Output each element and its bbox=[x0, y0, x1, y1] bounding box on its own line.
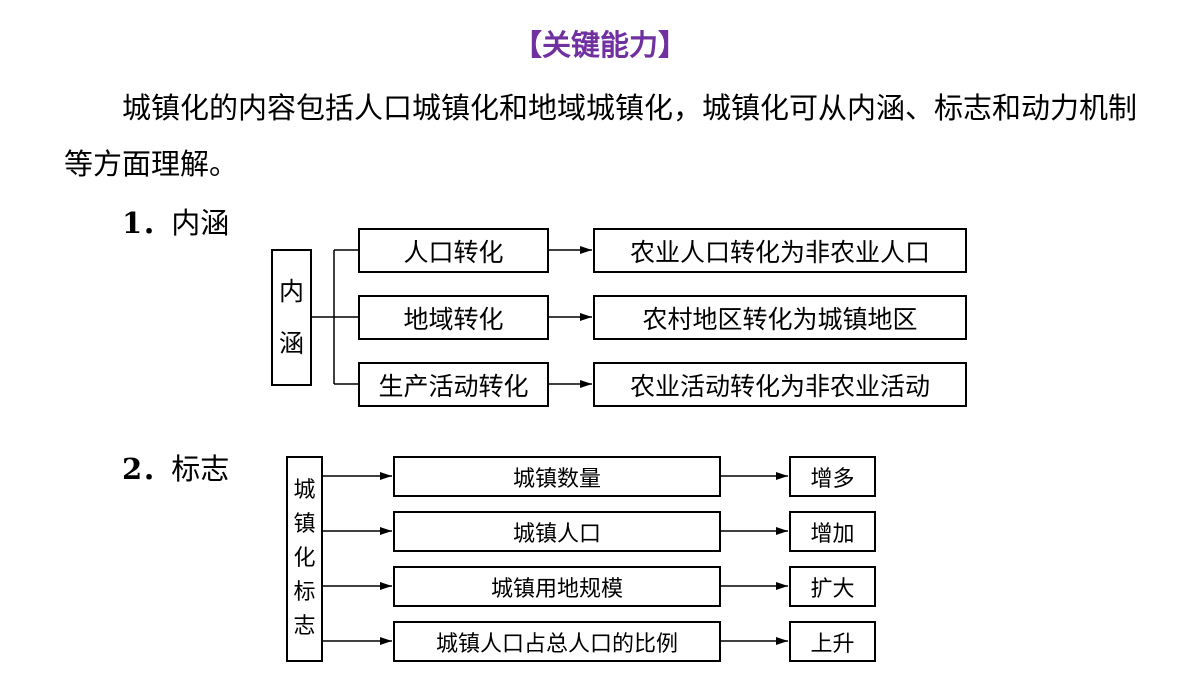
s2-label-box: 城镇人口 bbox=[393, 511, 721, 552]
s2-root-box: 城 镇 化 标 志 bbox=[286, 456, 323, 662]
s1-result-box: 农业人口转化为非农业人口 bbox=[593, 228, 967, 273]
s2-root-char: 镇 bbox=[293, 512, 316, 537]
s1-root-char: 内 bbox=[278, 276, 304, 306]
s1-result-box: 农村地区转化为城镇地区 bbox=[593, 295, 967, 340]
intro-paragraph: 城镇化的内容包括人口城镇化和地域城镇化，城镇化可从内涵、标志和动力机制等方面理解… bbox=[64, 91, 1138, 181]
s2-root-char: 志 bbox=[293, 614, 316, 639]
section2-number: 2． bbox=[122, 452, 172, 486]
s2-result-box: 增加 bbox=[789, 511, 876, 552]
s1-result-box: 农业活动转化为非农业活动 bbox=[593, 362, 967, 407]
s2-root-char: 标 bbox=[293, 580, 316, 605]
s1-label-box: 人口转化 bbox=[358, 228, 549, 273]
s2-label-box: 城镇用地规模 bbox=[393, 566, 721, 607]
section2-title-text: 标志 bbox=[171, 452, 230, 486]
section1-title-text: 内涵 bbox=[171, 206, 230, 240]
s2-root-char: 化 bbox=[293, 546, 316, 571]
s2-result-box: 扩大 bbox=[789, 566, 876, 607]
s1-label-box: 生产活动转化 bbox=[358, 362, 549, 407]
s2-root-char: 城 bbox=[293, 478, 316, 503]
section1-number: 1． bbox=[122, 206, 172, 240]
s2-result-box: 增多 bbox=[789, 456, 876, 497]
s1-label-box: 地域转化 bbox=[358, 295, 549, 340]
section1-title: 1．内涵 bbox=[122, 200, 229, 242]
s2-label-box: 城镇人口占总人口的比例 bbox=[393, 621, 721, 662]
section2-title: 2．标志 bbox=[122, 446, 229, 488]
s1-root-box: 内 涵 bbox=[271, 249, 312, 386]
section-heading: 【关键能力】 bbox=[512, 28, 687, 62]
s2-result-box: 上升 bbox=[789, 621, 876, 662]
s1-root-char: 涵 bbox=[278, 328, 304, 358]
s2-label-box: 城镇数量 bbox=[393, 456, 721, 497]
